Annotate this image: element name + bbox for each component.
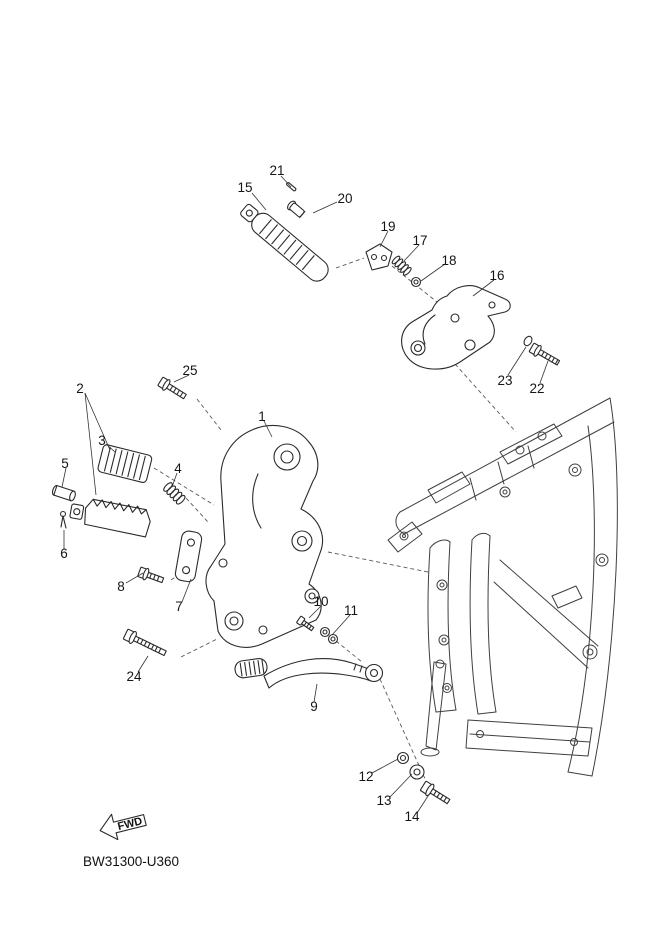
washer-18	[410, 276, 422, 288]
bracket-16	[401, 285, 511, 370]
part-label-3: 3	[98, 433, 106, 448]
washer-12	[396, 751, 410, 765]
part-label-2: 2	[76, 381, 84, 396]
part-label-24: 24	[126, 669, 142, 684]
fwd-arrow-label: FWD	[116, 815, 143, 833]
bolt-25	[157, 376, 187, 400]
part-label-6: 6	[60, 546, 68, 561]
part-label-14: 14	[404, 809, 420, 824]
part-label-1: 1	[258, 409, 266, 424]
clevis-pin-20	[287, 200, 306, 219]
part-label-13: 13	[376, 793, 391, 808]
bolt-8	[137, 566, 165, 584]
washer-23	[523, 335, 533, 347]
pin-5	[51, 485, 76, 502]
washers-11	[319, 626, 339, 645]
footpeg-2	[69, 498, 151, 538]
part-label-7: 7	[175, 599, 183, 614]
bracket-19	[365, 243, 393, 271]
part-label-23: 23	[497, 373, 512, 388]
part-label-9: 9	[310, 699, 318, 714]
part-label-20: 20	[337, 191, 352, 206]
washer-13	[409, 764, 425, 780]
part-labels: 21 15 20 19 17 18 16 23 22 25 2 1 3 5 4 …	[60, 163, 544, 824]
bolt-10	[296, 615, 315, 632]
plate-7	[174, 530, 203, 583]
part-label-8: 8	[117, 579, 125, 594]
part-label-10: 10	[313, 594, 328, 609]
assembly-dashed-lines	[153, 257, 517, 782]
part-label-4: 4	[174, 461, 182, 476]
part-label-16: 16	[489, 268, 504, 283]
part-label-21: 21	[269, 163, 284, 178]
footpeg-rubber-3	[97, 444, 153, 483]
cotter-pin-6	[59, 510, 67, 529]
spring-17	[391, 255, 412, 276]
bolt-14	[419, 780, 451, 805]
part-label-15: 15	[237, 180, 252, 195]
diagram-code: BW31300-U360	[83, 854, 179, 869]
bracket-1	[205, 424, 324, 648]
part-label-22: 22	[529, 381, 544, 396]
part-label-11: 11	[344, 603, 358, 618]
fwd-arrow: FWD	[99, 813, 147, 841]
footrest-15	[240, 203, 329, 282]
bolt-24	[122, 628, 167, 657]
spring-4	[163, 482, 186, 505]
part-label-12: 12	[358, 769, 373, 784]
frame-illustration	[387, 397, 618, 777]
leader-lines	[61, 175, 549, 814]
part-label-17: 17	[412, 233, 427, 248]
brake-pedal-9	[234, 658, 384, 689]
part-label-19: 19	[380, 219, 395, 234]
part-label-25: 25	[182, 363, 197, 378]
part-label-18: 18	[441, 253, 456, 268]
bolt-22	[528, 342, 561, 366]
part-label-5: 5	[61, 456, 69, 471]
